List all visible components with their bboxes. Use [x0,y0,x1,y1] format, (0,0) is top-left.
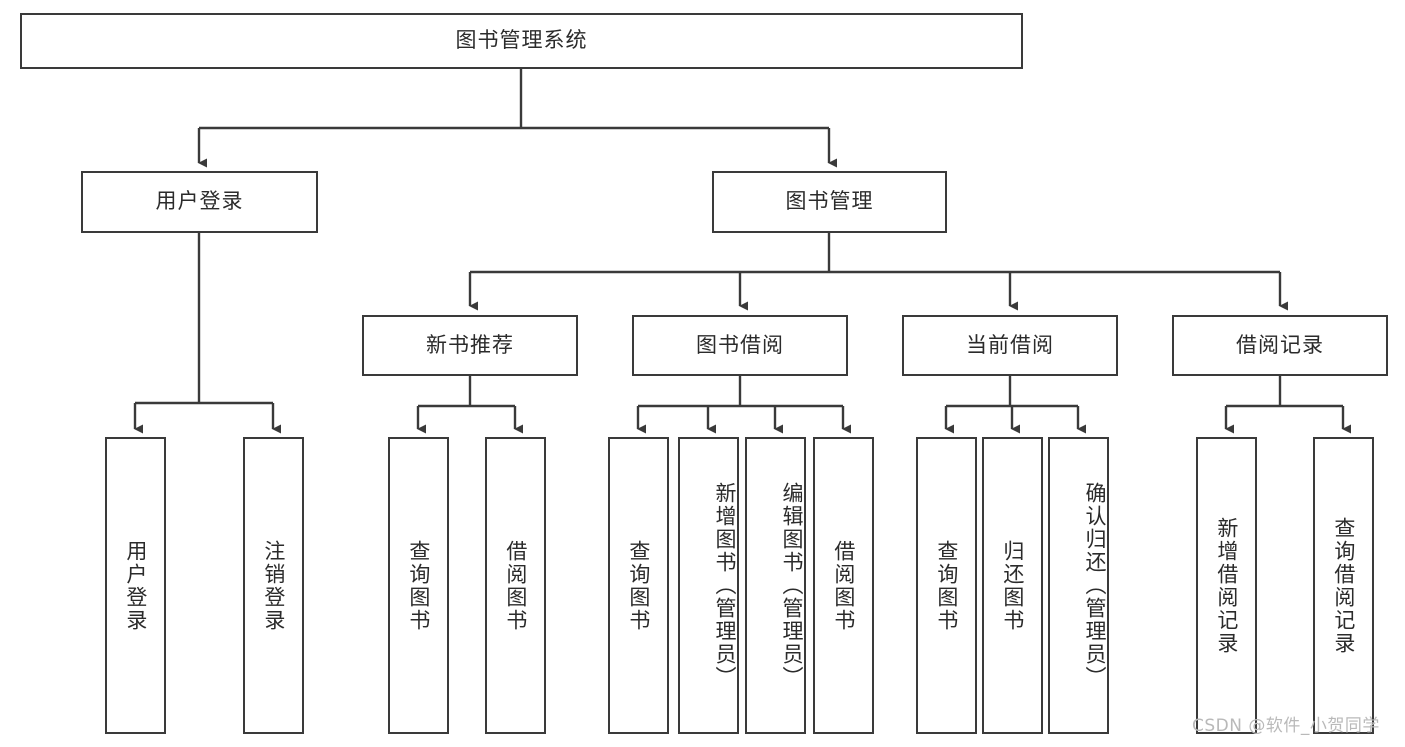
node-label: 注销登录 [261,539,286,632]
node-label: 用户登录 [123,539,148,632]
node-label: 查询图书 [626,539,651,632]
node-label: 图书借阅 [696,332,784,357]
csdn-watermark: CSDN @软件_小贺同学 [1192,716,1380,736]
leaf-borrow-record-add[interactable]: 新增借阅记录 [1196,437,1257,734]
node-label: 当前借阅 [966,332,1054,357]
leaf-user-login-signout[interactable]: 注销登录 [243,437,304,734]
node-label: 借阅记录 [1236,332,1324,357]
node-label: 查询借阅记录 [1331,516,1356,655]
node-label: 图书管理系统 [455,28,588,53]
leaf-current-borrow-query[interactable]: 查询图书 [916,437,977,734]
leaf-book-borrow-edit[interactable]: 编辑图书（管理员） [745,437,806,734]
node-label: 查询图书 [406,539,431,632]
leaf-user-login-signin[interactable]: 用户登录 [105,437,166,734]
leaf-borrow-record-query[interactable]: 查询借阅记录 [1313,437,1374,734]
node-current-borrow[interactable]: 当前借阅 [902,315,1118,376]
node-label: 编辑图书（管理员） [780,482,804,689]
node-label: 用户登录 [155,189,244,214]
leaf-book-borrow-borrow[interactable]: 借阅图书 [813,437,874,734]
node-user-login[interactable]: 用户登录 [81,171,318,233]
node-label: 新增图书（管理员） [713,482,737,689]
node-book-borrow[interactable]: 图书借阅 [632,315,848,376]
leaf-new-book-borrow[interactable]: 借阅图书 [485,437,546,734]
node-label: 归还图书 [1000,539,1025,632]
leaf-book-borrow-add[interactable]: 新增图书（管理员） [678,437,739,734]
node-label: 借阅图书 [503,539,528,632]
node-borrow-record[interactable]: 借阅记录 [1172,315,1388,376]
node-book-management[interactable]: 图书管理 [712,171,947,233]
node-label: 新增借阅记录 [1214,516,1239,655]
node-new-book-recommend[interactable]: 新书推荐 [362,315,578,376]
node-root-system[interactable]: 图书管理系统 [20,13,1023,69]
leaf-current-borrow-confirm-return[interactable]: 确认归还（管理员） [1048,437,1109,734]
leaf-current-borrow-return[interactable]: 归还图书 [982,437,1043,734]
node-label: 新书推荐 [426,332,514,357]
node-label: 图书管理 [785,189,874,214]
leaf-new-book-query[interactable]: 查询图书 [388,437,449,734]
leaf-book-borrow-query[interactable]: 查询图书 [608,437,669,734]
node-label: 查询图书 [934,539,959,632]
node-label: 确认归还（管理员） [1083,482,1107,689]
node-label: 借阅图书 [831,539,856,632]
